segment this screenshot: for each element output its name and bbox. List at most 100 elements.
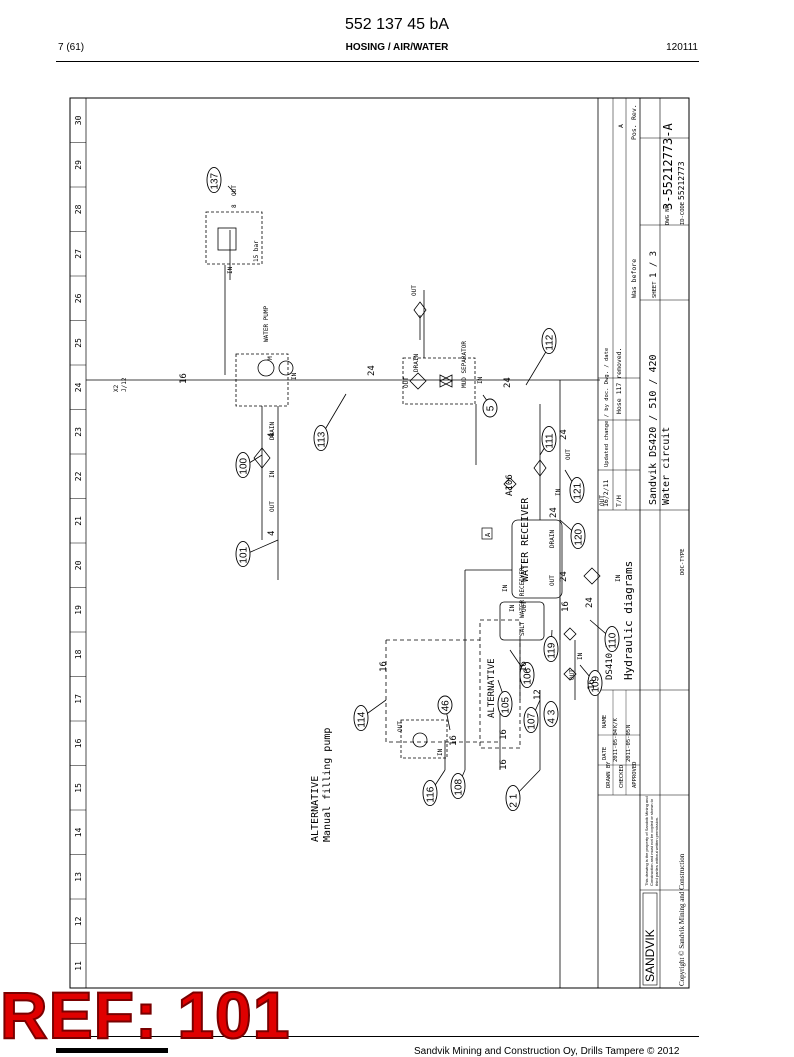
label-mud-separator: MUD SEPARATOR bbox=[461, 341, 468, 388]
label-drain-sep: DRAIN bbox=[413, 354, 420, 372]
label-water-receiver: WATER RECEIVER bbox=[520, 497, 531, 582]
callout-oval-109 bbox=[587, 669, 603, 697]
label-size-4-b: 4 bbox=[267, 531, 277, 536]
component-symbols bbox=[217, 227, 601, 748]
ref-bar bbox=[56, 1048, 168, 1053]
drawing-number: 3-55212773-A bbox=[661, 123, 675, 210]
rev-text: Updated change / by doc. Dwg. / date bbox=[604, 348, 610, 467]
grid-number: 14 bbox=[74, 827, 83, 837]
grid-number: 18 bbox=[74, 649, 83, 659]
document-number: 552 137 45 bA bbox=[344, 16, 450, 33]
grid-number: 15 bbox=[74, 783, 83, 793]
grid-number: 13 bbox=[74, 872, 83, 882]
label-out-manual: OUT bbox=[397, 721, 404, 732]
grid-number: 20 bbox=[74, 560, 83, 570]
rev-who: T/H bbox=[615, 495, 623, 507]
label-out-sep: OUT bbox=[411, 285, 418, 296]
label-manual-filling-pump: Manual filling pump bbox=[322, 728, 333, 842]
company-name: SANDVIK bbox=[643, 929, 657, 982]
callout-label-106: 106 bbox=[523, 667, 534, 684]
callout-oval-137 bbox=[206, 166, 222, 194]
callout-label-109: 109 bbox=[591, 675, 602, 692]
label-size-12: 12 bbox=[533, 689, 543, 700]
label-alternative: ALTERNATIVE bbox=[487, 658, 497, 718]
callout-label-110: 110 bbox=[608, 632, 619, 648]
callout-oval-107 bbox=[523, 706, 539, 734]
callout-oval-43 bbox=[543, 700, 559, 728]
callout-oval-108 bbox=[450, 772, 466, 800]
label-out-109: OUT bbox=[569, 669, 576, 680]
footer-rule bbox=[56, 1036, 699, 1037]
relief-valve-symbol bbox=[217, 227, 237, 251]
callout-label-100: 100 bbox=[239, 457, 250, 474]
label-size-24-c: 24 bbox=[559, 429, 569, 440]
callout-label-105: 105 bbox=[501, 696, 512, 713]
label-in-salt: IN bbox=[509, 604, 516, 612]
date-label: DATE bbox=[602, 747, 608, 760]
name-label: NAME bbox=[602, 715, 608, 728]
label-drain-recv: DRAIN bbox=[549, 530, 556, 548]
callout-oval-112 bbox=[541, 327, 557, 355]
grid-number: 23 bbox=[74, 427, 83, 437]
manual-pump-symbol bbox=[412, 732, 428, 748]
label-salt-water-receiver: SALT WATER RECEIVER bbox=[519, 567, 526, 636]
label-size-16-c: 16 bbox=[587, 679, 597, 690]
label-out-137: OUT bbox=[231, 185, 238, 196]
callout-label-114: 114 bbox=[357, 711, 368, 727]
callout-oval-116 bbox=[422, 779, 438, 807]
callout-oval-46 bbox=[437, 695, 453, 715]
hose-lines bbox=[86, 185, 613, 988]
label-out-111: OUT bbox=[565, 449, 572, 460]
was-before: Was before bbox=[630, 259, 638, 298]
callout-label-120: 120 bbox=[574, 528, 585, 545]
label-size-24-b: 24 bbox=[503, 377, 513, 388]
label-a106: A106 bbox=[505, 474, 515, 496]
callout-oval-5 bbox=[482, 398, 498, 418]
callout-oval-21 bbox=[505, 784, 521, 812]
motor-symbol bbox=[278, 360, 294, 376]
callout-oval-121 bbox=[569, 476, 585, 504]
copyright: Copyright © Sandvik Mining and Construct… bbox=[678, 853, 686, 986]
grid-number: 27 bbox=[74, 249, 83, 259]
label-out-recv: OUT bbox=[549, 575, 556, 586]
label-m: M bbox=[267, 356, 274, 360]
grid-number: 25 bbox=[74, 338, 83, 348]
model-code: DS410 510 bbox=[605, 631, 615, 680]
label-size-16-g: 16 bbox=[499, 759, 509, 770]
callout-oval-106 bbox=[519, 661, 535, 689]
callout-label-101: 101 bbox=[239, 546, 250, 563]
label-x2: X2 bbox=[113, 384, 120, 392]
header-rule bbox=[56, 61, 699, 62]
callout-oval-111 bbox=[541, 425, 557, 453]
box-a bbox=[481, 527, 493, 540]
rev-date: 16/2/11 bbox=[602, 480, 610, 507]
doc-type-label: DOC-TYPE bbox=[680, 549, 686, 576]
grid-number: 29 bbox=[74, 160, 83, 170]
document-date: 120111 bbox=[666, 42, 698, 53]
title-block: 16/2/11 T/H Updated change / by doc. Dwg… bbox=[597, 98, 689, 988]
label-15-bar: 15 bar bbox=[253, 240, 260, 262]
pump-symbol bbox=[257, 359, 275, 377]
label-in-pump: IN bbox=[291, 372, 298, 380]
label-in-110: IN bbox=[615, 574, 622, 582]
grid-number: 16 bbox=[74, 738, 83, 748]
callout-oval-113 bbox=[313, 424, 329, 452]
callout-label-107: 107 bbox=[527, 712, 538, 729]
callout-label-121: 121 bbox=[573, 482, 584, 499]
label-out-salt: OUT bbox=[521, 601, 528, 612]
checked-name: N bbox=[626, 725, 632, 728]
sensor-a106-symbol bbox=[503, 477, 517, 491]
drawn-name: K/K bbox=[613, 717, 619, 728]
label-in-100: IN bbox=[269, 470, 276, 478]
grid-number: 12 bbox=[74, 916, 83, 926]
callout-oval-120 bbox=[570, 522, 586, 550]
label-manual-alternative: ALTERNATIVE bbox=[310, 776, 321, 842]
label-j12: J/12 bbox=[121, 377, 128, 392]
rev-note: Hose 117 removed. bbox=[615, 347, 623, 414]
label-size-24-e: 24 bbox=[559, 571, 569, 582]
label-in-sep: IN bbox=[477, 376, 484, 384]
grid-number: 26 bbox=[74, 293, 83, 303]
label-size-8: 8 bbox=[231, 204, 238, 208]
